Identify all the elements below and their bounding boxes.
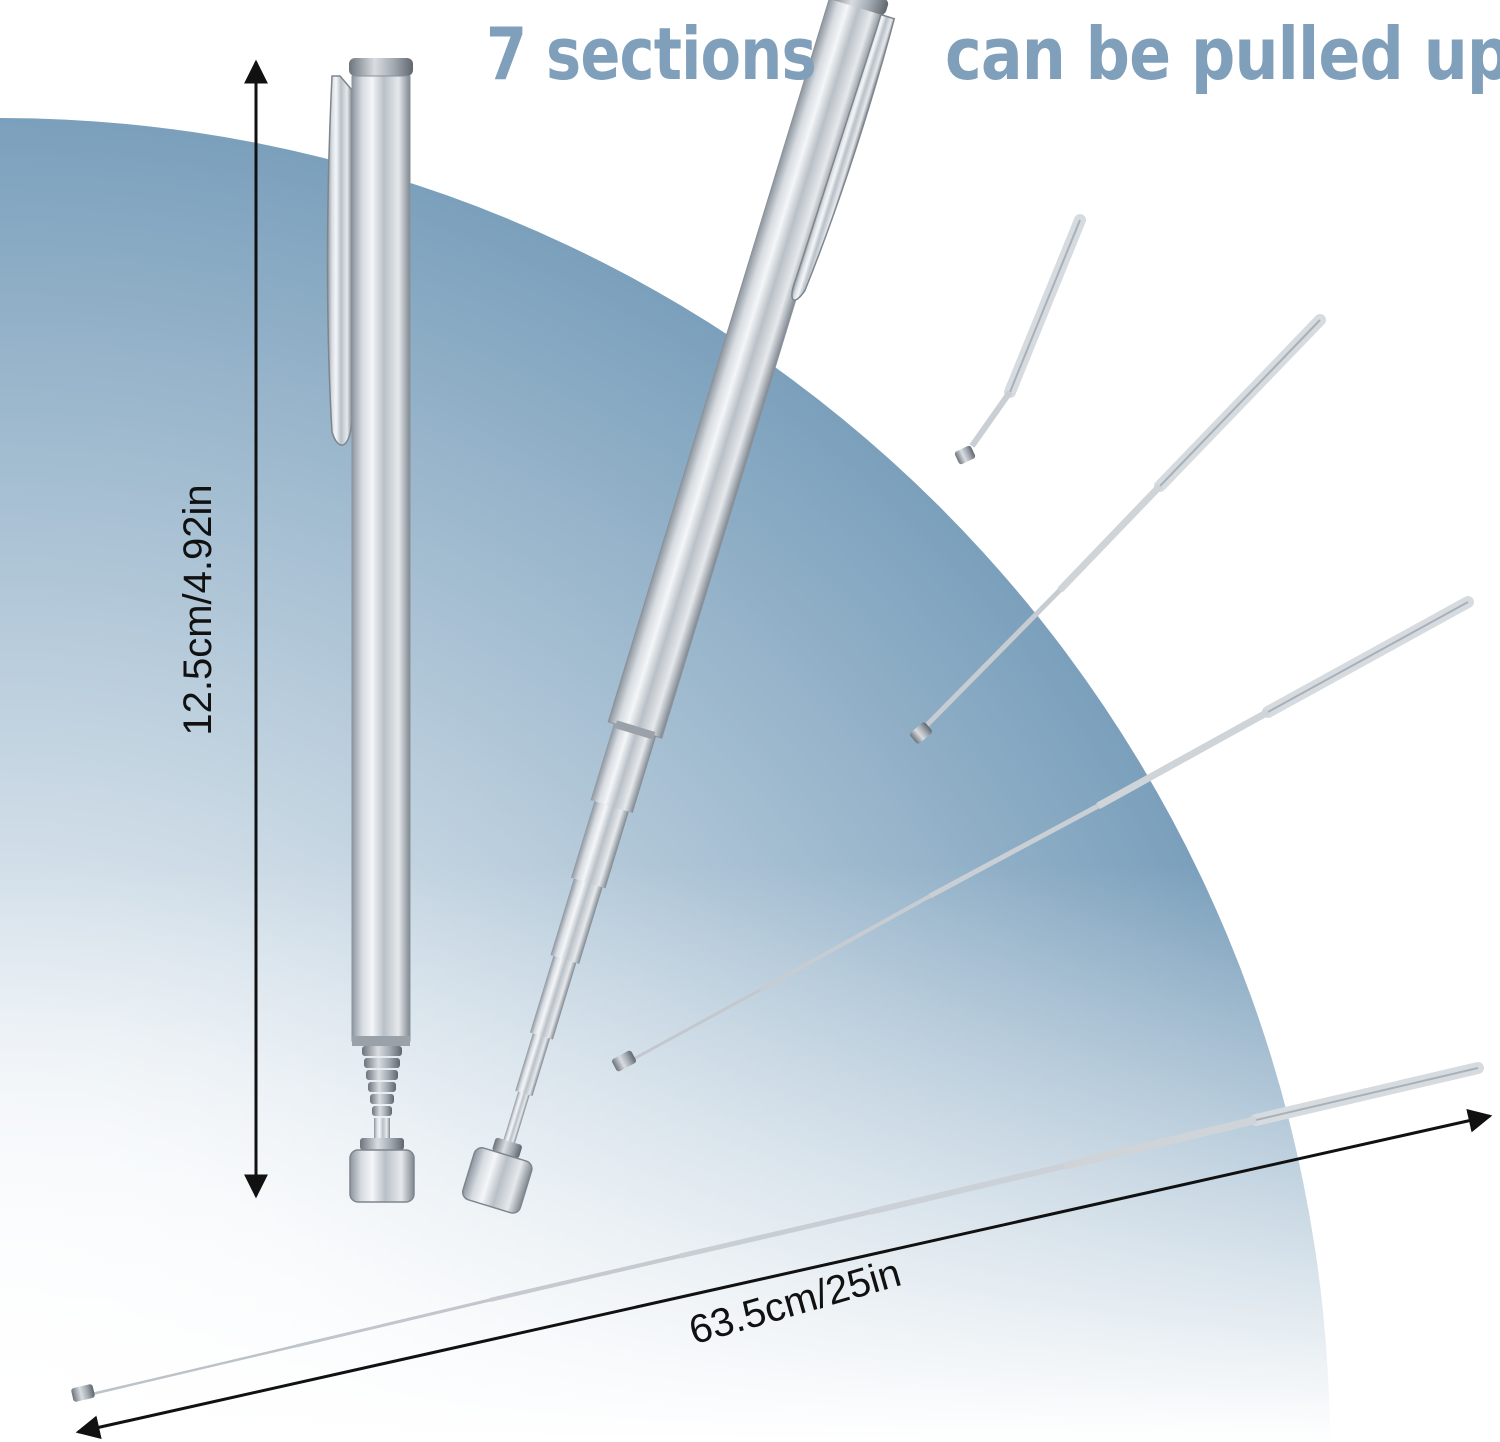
- headline-sections: 7 sections: [486, 12, 817, 96]
- collapsed-tool: [326, 58, 415, 1203]
- pocket-clip: [326, 75, 353, 446]
- extended-dimension-arrow: [75, 1109, 1493, 1439]
- partially-extended-tool: [461, 0, 896, 1214]
- tool-extension-stage-1: [954, 214, 1086, 465]
- fully-extended-tool: [71, 1062, 1484, 1402]
- tool-extension-stage-2: [910, 314, 1326, 744]
- pocket-clip: [791, 13, 896, 301]
- tool-extension-stage-3: [612, 596, 1474, 1072]
- headline-pull-up: can be pulled up: [945, 12, 1500, 96]
- collapsed-length-label: 12.5cm/4.92in: [176, 484, 220, 736]
